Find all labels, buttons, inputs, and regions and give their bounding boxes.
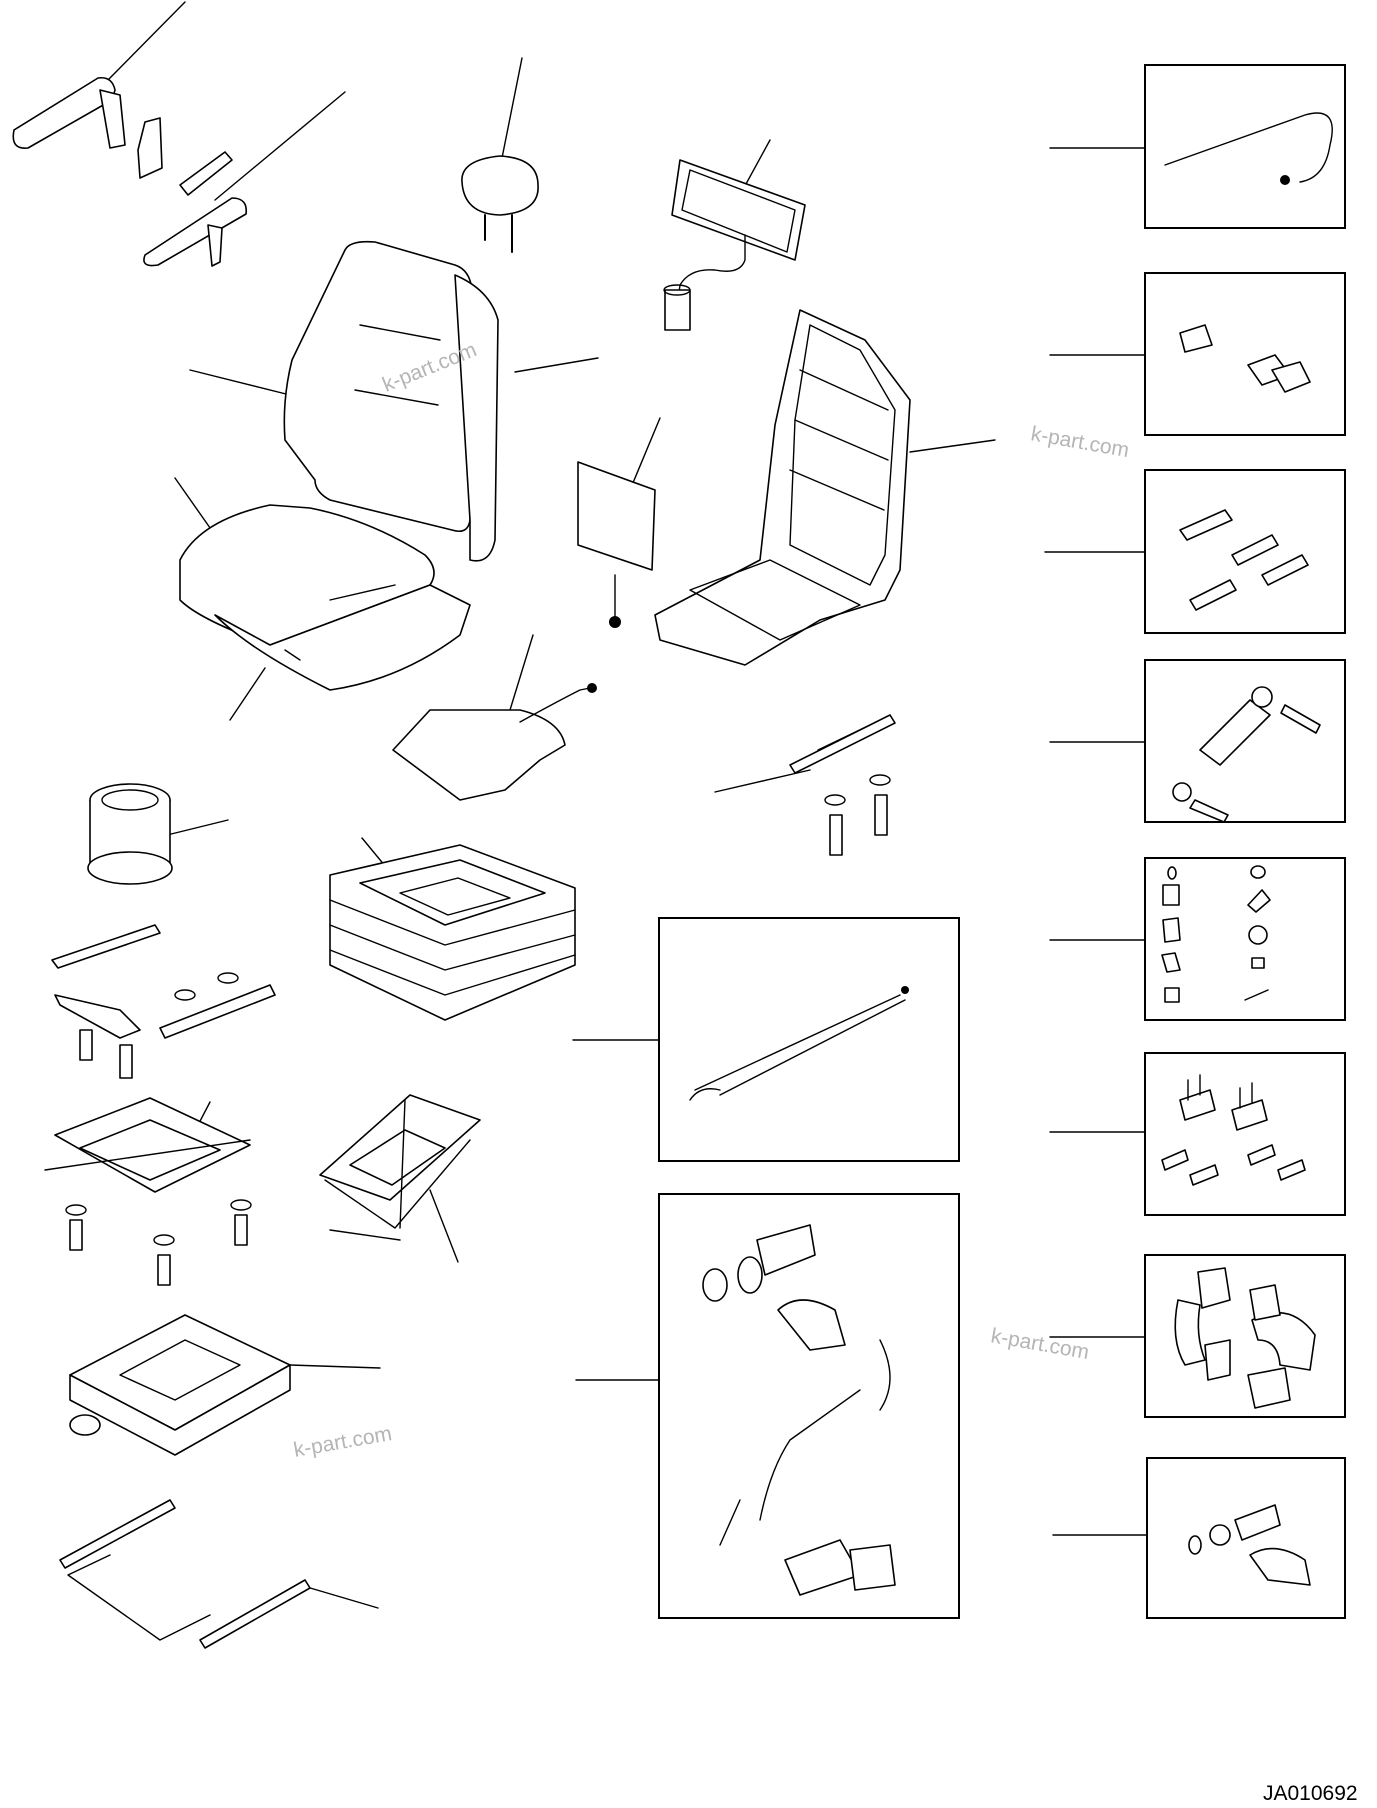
straps-box — [1049, 1254, 1346, 1418]
small-parts-box — [1049, 857, 1346, 1021]
slider-caps-box — [1049, 272, 1346, 436]
watermark-4: k-part.com — [292, 1422, 394, 1462]
brackets-box — [1049, 1052, 1346, 1216]
springs-box — [1044, 469, 1346, 634]
seat-cushion-part — [174, 477, 471, 721]
seat-back-part — [189, 240, 599, 562]
headrest-part — [461, 57, 539, 253]
suspension-frame-part — [44, 1097, 252, 1286]
label-plate-part — [577, 417, 661, 628]
armrest-upper-part — [12, 1, 233, 196]
slide-rail-small-part — [51, 924, 276, 1079]
knob-part — [87, 783, 229, 885]
side-bracket-part — [714, 714, 896, 856]
watermark-3: k-part.com — [989, 1324, 1091, 1364]
sensor-mat-part — [392, 634, 597, 801]
slide-rail-long-part — [59, 1499, 379, 1649]
manual-holder-part — [663, 139, 806, 331]
harness-box-lower — [575, 1193, 960, 1619]
cable-box — [1049, 64, 1346, 229]
damper-box — [1049, 659, 1346, 823]
scissor-suspension-part — [319, 1094, 481, 1263]
bellows-part — [329, 837, 576, 1021]
lever-box — [1052, 1457, 1346, 1619]
harness-box-upper — [572, 917, 960, 1162]
seat-frame-part — [654, 309, 996, 666]
watermark-2: k-part.com — [1029, 422, 1131, 462]
slide-base-part — [69, 1314, 381, 1456]
drawing-code: JA010692 — [1263, 1782, 1358, 1805]
armrest-lower-part — [143, 91, 346, 267]
